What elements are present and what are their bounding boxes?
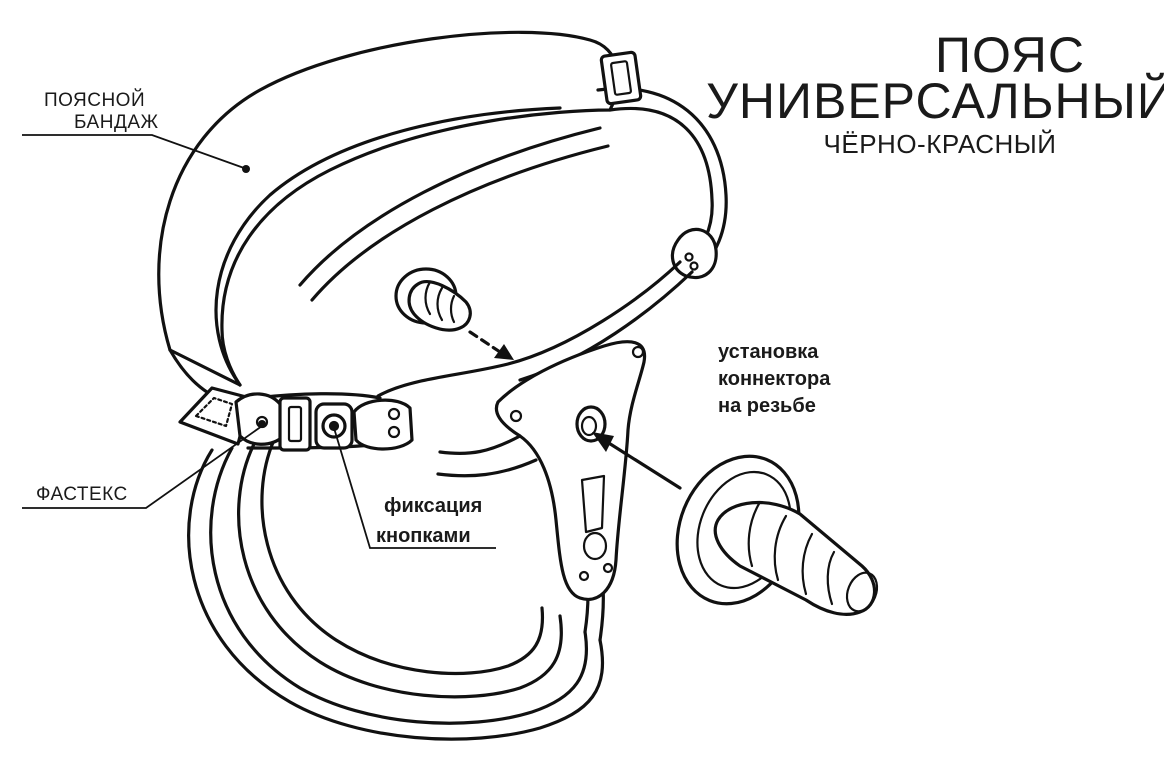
callout-fastex: ФАСТЕКС — [22, 420, 266, 509]
callout-waist-band-line-2: БАНДАЖ — [74, 112, 159, 133]
callout-waist-band-line-1: ПОЯСНОЙ — [44, 89, 145, 111]
arrow-dashed-head — [494, 344, 514, 360]
callout-snap-line-1: фиксация — [384, 495, 482, 517]
leg-straps — [187, 438, 605, 741]
d-ring — [670, 227, 718, 280]
large-connector — [675, 454, 879, 616]
title-block: ПОЯС УНИВЕРСАЛЬНЫЙ ЧЁРНО-КРАСНЫЙ — [706, 27, 1164, 159]
top-buckle — [599, 50, 643, 106]
callout-connector: установка коннектора на резьбе — [718, 341, 831, 417]
title-line-3: ЧЁРНО-КРАСНЫЙ — [824, 129, 1057, 159]
title-line-2: УНИВЕРСАЛЬНЫЙ — [706, 72, 1164, 129]
callout-connector-line-2: коннектора — [718, 368, 831, 390]
callout-snap-fixing: фиксация кнопками — [330, 422, 496, 549]
arrow-connector — [602, 438, 682, 490]
callout-snap-line-2: кнопками — [376, 525, 471, 547]
callout-fastex-label: ФАСТЕКС — [36, 484, 128, 505]
front-plate — [436, 340, 647, 601]
callout-waist-band: ПОЯСНОЙ БАНДАЖ — [22, 89, 250, 173]
plate-hole-top — [631, 345, 645, 359]
plate-hole-left — [509, 409, 523, 423]
arrow-connector-head — [592, 432, 614, 452]
title-line-1: ПОЯС — [935, 27, 1085, 83]
small-connector — [394, 267, 472, 332]
arrows — [468, 330, 682, 490]
left-strap — [178, 386, 414, 452]
callout-connector-line-1: установка — [718, 341, 819, 363]
strap-slider — [278, 396, 312, 452]
arrow-dashed — [468, 330, 502, 354]
waist-band — [157, 30, 728, 407]
callout-connector-line-3: на резьбе — [718, 395, 816, 417]
